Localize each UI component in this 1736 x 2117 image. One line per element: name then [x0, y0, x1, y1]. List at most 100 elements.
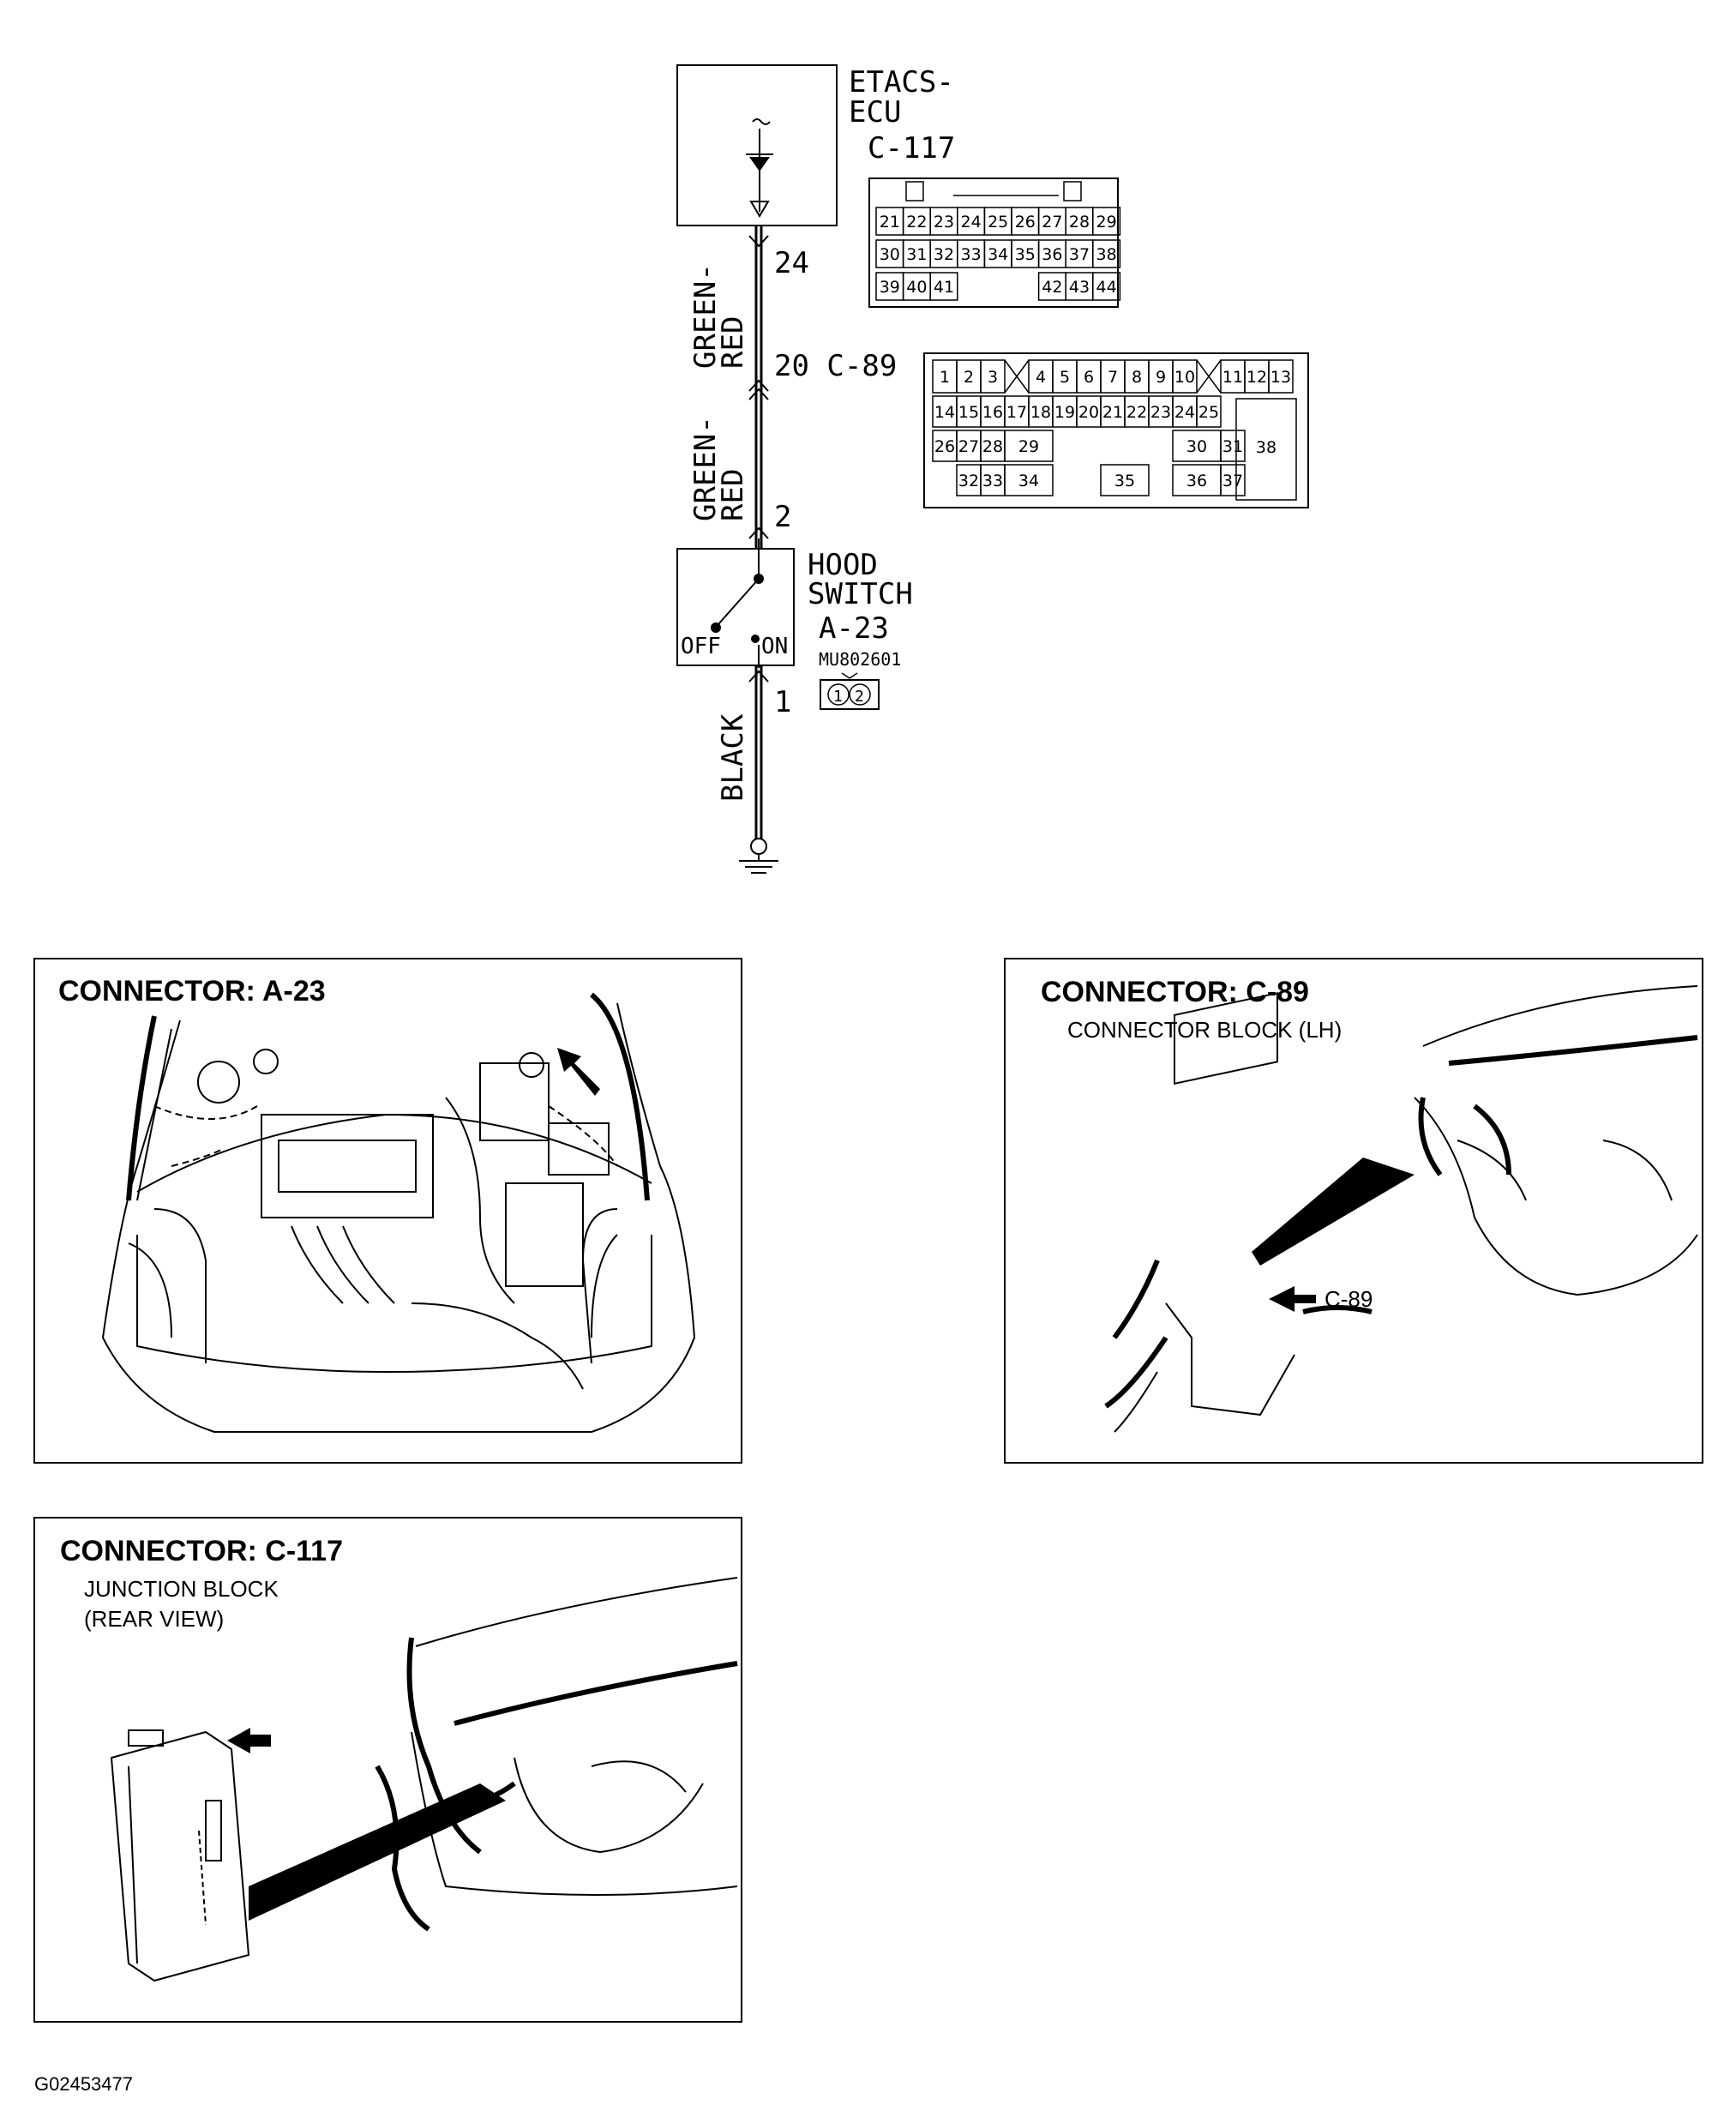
c89-pin-13: 13	[1270, 368, 1291, 387]
diode-icon	[749, 157, 770, 171]
c89-pin-23: 23	[1150, 403, 1171, 422]
c89-pin-21: 21	[1102, 403, 1123, 422]
pin-switch-bottom-label: 1	[774, 685, 791, 719]
c89-pin-4: 4	[1036, 368, 1046, 387]
c89-pin-29: 29	[1018, 437, 1039, 456]
c89-pin-31-cell	[1220, 430, 1246, 462]
c117-pin-40: 40	[906, 278, 927, 297]
c117-pin-32: 32	[934, 245, 954, 264]
c89-pin-5: 5	[1060, 368, 1070, 387]
c89-pin-33: 33	[982, 472, 1003, 490]
zoom-projection	[1252, 1158, 1415, 1266]
c117-pin-36: 36	[1042, 245, 1062, 264]
c89-pin-12: 12	[1246, 368, 1267, 387]
c117-pin-24: 24	[961, 213, 982, 232]
panel-c117-subtitle-line2: (REAR VIEW)	[84, 1606, 224, 1632]
c89-pin-34: 34	[1018, 472, 1039, 490]
c89-pin-13-cell	[1268, 359, 1294, 394]
c117-pin-44: 44	[1096, 278, 1117, 297]
c117-pin-28: 28	[1069, 213, 1090, 232]
c117-pin-38-cell	[1092, 239, 1121, 268]
c89-pin-35-cell	[1100, 464, 1150, 496]
c117-pin-27: 27	[1042, 213, 1062, 232]
dashboard-junction-illustration	[110, 1577, 738, 1982]
switch-pin-2: 2	[855, 688, 864, 706]
arrow-down-icon	[749, 201, 770, 218]
c117-pin-42: 42	[1042, 278, 1062, 297]
c117-pin-39: 39	[880, 278, 900, 297]
switch-pin-1: 1	[833, 688, 843, 706]
zoom-projection	[249, 1783, 506, 1921]
wire-color-lower-line2: RED	[716, 469, 750, 521]
c89-pin-37: 37	[1222, 472, 1243, 490]
c89-blank-mark	[1004, 359, 1030, 394]
c117-pin-35: 35	[1015, 245, 1036, 264]
c89-blank-mark	[1196, 359, 1222, 394]
ecu-name-line2: ECU	[849, 95, 901, 129]
wire-color-ground: BLACK	[716, 713, 750, 802]
panel-a23-title: CONNECTOR: A-23	[58, 975, 326, 1007]
c89-pin-3: 3	[988, 368, 998, 387]
c89-pin-6: 6	[1084, 368, 1094, 387]
c89-pin-37-cell	[1220, 464, 1246, 496]
switch-state-on: ON	[761, 634, 788, 659]
c117-pin-41: 41	[934, 278, 954, 297]
c89-pin-7: 7	[1108, 368, 1118, 387]
switch-state-off: OFF	[681, 634, 721, 659]
c117-pin-31: 31	[906, 245, 927, 264]
switch-connector-id: A-23	[819, 611, 889, 646]
c89-pin-34-cell	[1004, 464, 1054, 496]
ecu-name-line1: ETACS-	[849, 65, 954, 99]
switch-name-line1: HOOD	[808, 548, 878, 582]
c117-pin-29-cell	[1092, 207, 1121, 236]
c89-pin-32: 32	[958, 472, 979, 490]
panel-c89-subtitle: CONNECTOR BLOCK (LH)	[1067, 1017, 1342, 1043]
c89-pin-1: 1	[940, 368, 950, 387]
panel-c117: CONNECTOR: C-117 JUNCTION BLOCK (REAR VI…	[33, 1517, 742, 2023]
c117-pin-26: 26	[1015, 213, 1036, 232]
c89-pin-27: 27	[958, 437, 979, 456]
c89-pin-2: 2	[964, 368, 974, 387]
c89-pin-38: 38	[1256, 438, 1276, 457]
c89-pin-35: 35	[1114, 472, 1135, 490]
c89-pin-25-cell	[1196, 395, 1222, 428]
joint-connector-label: 20 C-89	[774, 349, 897, 383]
ground-symbol-icon	[739, 838, 778, 874]
wire-color-upper-line1: GREEN-	[688, 263, 723, 369]
c89-pin-28: 28	[982, 437, 1003, 456]
c117-pin-37: 37	[1069, 245, 1090, 264]
panel-c89-title: CONNECTOR: C-89	[1041, 976, 1309, 1008]
panel-c89-callout: C-89	[1325, 1286, 1373, 1312]
c89-pin-15: 15	[958, 403, 979, 422]
wiring-schematic: ETACS- ECU C-117 24 20 C-89 2 1 GREEN- R…	[676, 64, 1309, 874]
main-wire	[748, 226, 769, 845]
panel-c117-subtitle-line1: JUNCTION BLOCK	[84, 1576, 279, 1602]
wire-color-upper-line2: RED	[716, 316, 750, 369]
c117-pin-21: 21	[880, 213, 900, 232]
switch-name-line2: SWITCH	[808, 577, 913, 611]
c89-pin-22: 22	[1126, 403, 1147, 422]
c89-pin-16: 16	[982, 403, 1003, 422]
c89-pin-18: 18	[1030, 403, 1051, 422]
ecu-connector-id: C-117	[868, 131, 955, 165]
pin-ecu-label: 24	[774, 246, 809, 280]
c117-pin-44-cell	[1092, 272, 1121, 301]
dashboard-lh-illustration	[1114, 985, 1698, 1433]
c117-pin-23: 23	[934, 213, 954, 232]
c89-pin-20: 20	[1078, 403, 1099, 422]
c89-pin-29-cell	[1004, 430, 1054, 462]
hood-switch-block	[676, 538, 795, 666]
c117-pin-25: 25	[988, 213, 1008, 232]
location-arrow-icon	[557, 1048, 600, 1096]
engine-bay-illustration	[101, 1002, 696, 1433]
switch-part-number: MU802601	[819, 649, 901, 670]
c89-pin-11: 11	[1222, 368, 1243, 387]
panel-c117-title: CONNECTOR: C-117	[60, 1535, 343, 1567]
c89-pin-19: 19	[1054, 403, 1075, 422]
c117-pin-22: 22	[906, 213, 927, 232]
c89-pin-26: 26	[934, 437, 955, 456]
c89-pin-30: 30	[1186, 437, 1207, 456]
c117-pin-43: 43	[1069, 278, 1090, 297]
